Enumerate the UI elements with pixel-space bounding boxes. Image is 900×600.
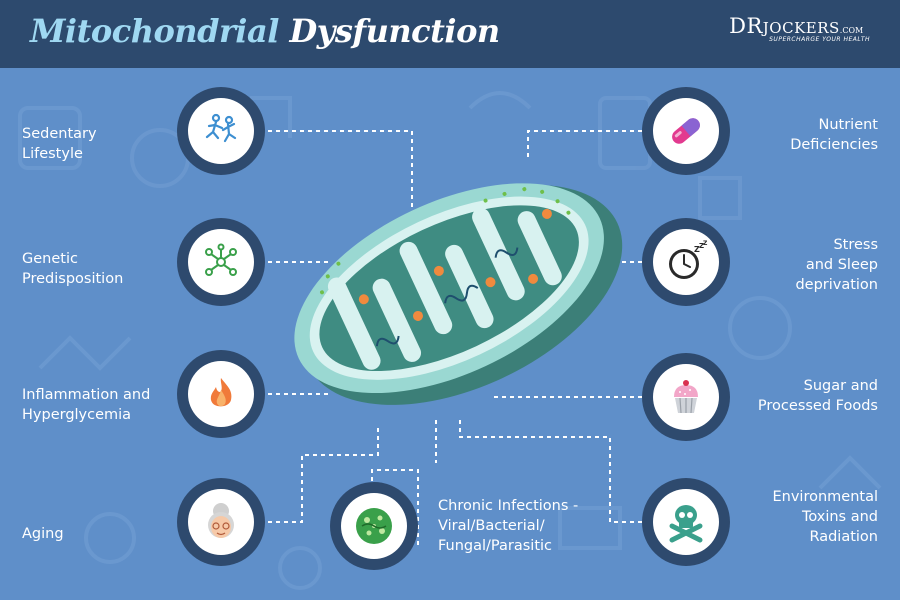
- clock-zzz-icon: Z Z Z: [669, 240, 708, 279]
- genetic-node: [177, 218, 265, 306]
- nutrient-line-2: Deficiencies: [790, 137, 878, 153]
- header-bar: Mitochondrial Dysfunction DRJOCKERS.COM …: [0, 0, 900, 68]
- logo-name-part-1: DR: [729, 14, 763, 38]
- inflammation-line-2: Hyperglycemia: [22, 407, 132, 423]
- microbe-icon: [356, 508, 392, 544]
- logo-name-part-2: JOCKERS: [762, 19, 840, 37]
- fire-icon: [210, 378, 232, 407]
- sugar-line-2: Processed Foods: [757, 398, 878, 414]
- pill-capsule-icon: [672, 118, 700, 144]
- logo-tagline: SUPERCHARGE YOUR HEALTH: [769, 36, 870, 43]
- sedentary-node: [177, 87, 265, 175]
- aging-label: Aging: [22, 524, 64, 544]
- svg-text:Z: Z: [703, 240, 708, 247]
- nutrient-label: Nutrient Deficiencies: [790, 115, 878, 155]
- toxins-line-1: Environmental: [772, 489, 878, 505]
- nutrient-node: [642, 87, 730, 175]
- sedentary-line-2: Lifestyle: [22, 146, 83, 162]
- skull-crossbones-icon: [669, 505, 703, 543]
- brand-logo[interactable]: DRJOCKERS.COM SUPERCHARGE YOUR HEALTH: [729, 14, 870, 43]
- running-people-icon: [205, 113, 237, 143]
- nutrient-line-1: Nutrient: [818, 117, 878, 133]
- background-pattern: [18, 91, 882, 590]
- genetic-line-1: Genetic: [22, 251, 78, 267]
- infections-label: Chronic Infections - Viral/Bacterial/ Fu…: [438, 496, 578, 556]
- stress-label: Stress and Sleep deprivation: [795, 235, 878, 295]
- grandmother-icon: [208, 503, 234, 538]
- sugar-node: [642, 353, 730, 441]
- infections-node: [330, 482, 418, 570]
- cupcake-icon: [674, 380, 698, 414]
- infections-line-1: Chronic Infections -: [438, 498, 579, 514]
- toxins-line-2: Toxins and: [801, 509, 878, 525]
- stress-line-2: and Sleep: [805, 257, 878, 273]
- title-part-1: Mitochondrial: [30, 12, 279, 50]
- genetic-label: Genetic Predisposition: [22, 249, 123, 289]
- title-part-2: Dysfunction: [289, 12, 500, 50]
- sedentary-line-1: Sedentary: [22, 126, 97, 142]
- svg-text:Z: Z: [699, 242, 704, 250]
- stress-line-3: deprivation: [795, 277, 878, 293]
- page-title: Mitochondrial Dysfunction: [30, 12, 500, 50]
- aging-line-1: Aging: [22, 526, 64, 542]
- inflammation-node: [177, 350, 265, 438]
- toxins-label: Environmental Toxins and Radiation: [772, 487, 878, 547]
- molecule-icon: [205, 243, 237, 276]
- sugar-label: Sugar and Processed Foods: [758, 376, 878, 416]
- stress-node: Z Z Z: [642, 218, 730, 306]
- inflammation-label: Inflammation and Hyperglycemia: [22, 385, 150, 425]
- infections-line-3: Fungal/Parasitic: [438, 538, 553, 554]
- sugar-line-1: Sugar and: [803, 378, 878, 394]
- genetic-line-2: Predisposition: [22, 271, 124, 287]
- inflammation-line-1: Inflammation and: [22, 387, 151, 403]
- logo-domain: .COM: [839, 26, 864, 35]
- svg-text:Z: Z: [694, 245, 700, 254]
- stress-line-1: Stress: [833, 237, 878, 253]
- toxins-line-3: Radiation: [809, 529, 878, 545]
- aging-node: [177, 478, 265, 566]
- toxins-node: [642, 478, 730, 566]
- sedentary-label: Sedentary Lifestyle: [22, 124, 97, 164]
- infections-line-2: Viral/Bacterial/: [438, 518, 545, 534]
